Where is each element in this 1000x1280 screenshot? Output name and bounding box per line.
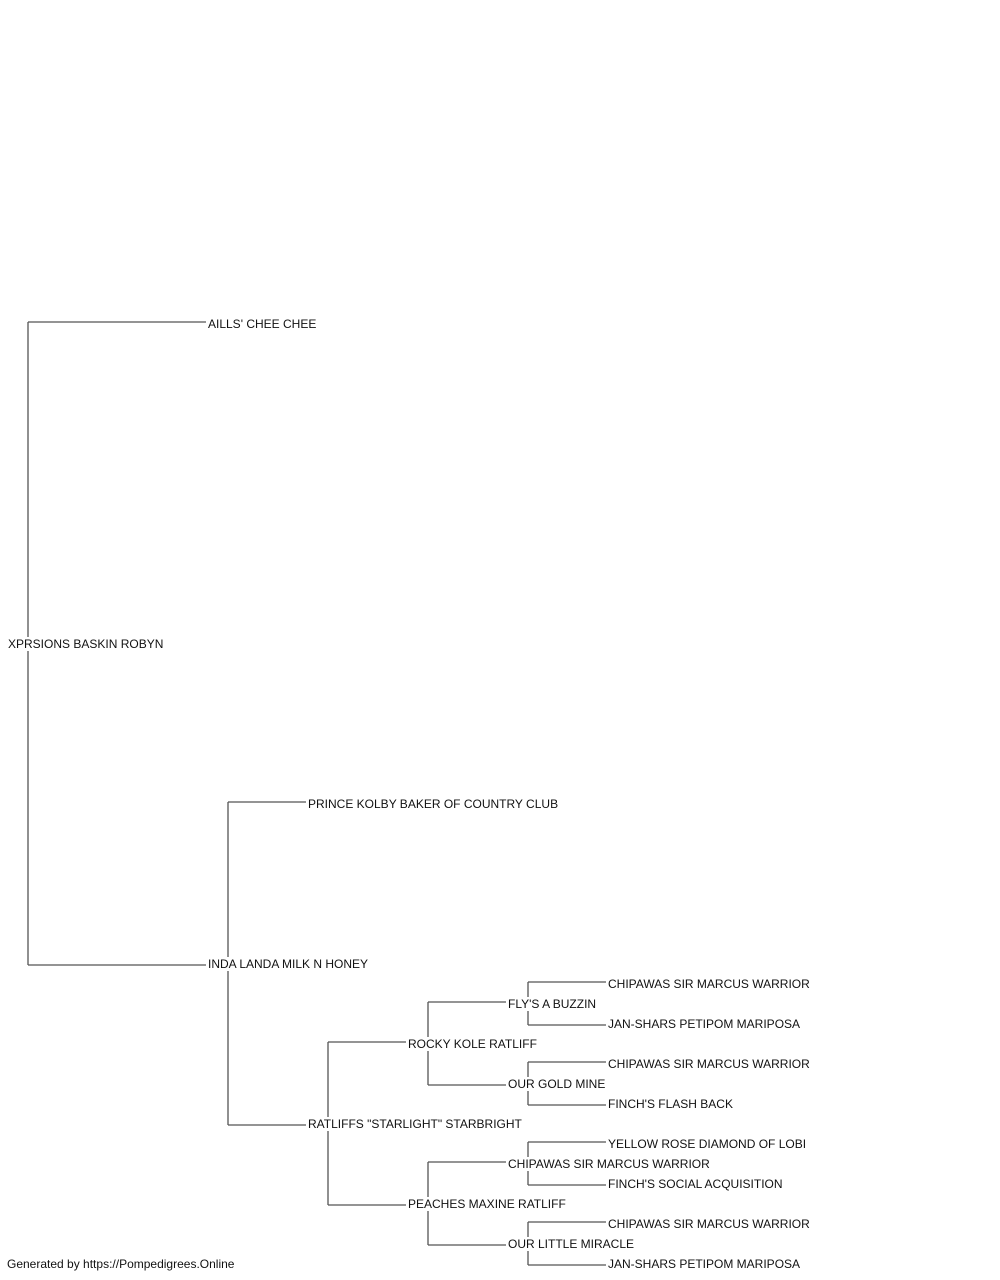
generated-by-footer: Generated by https://Pompedigrees.Online — [7, 1257, 235, 1271]
ancestor-name: FINCH'S SOCIAL ACQUISITION — [607, 1177, 784, 1191]
granddam-dam-name: PEACHES MAXINE RATLIFF — [407, 1197, 567, 1211]
subject-name: XPRSIONS BASKIN ROBYN — [7, 637, 165, 651]
dam-dam-name: RATLIFFS "STARLIGHT" STARBRIGHT — [307, 1117, 523, 1131]
ancestor-name: JAN-SHARS PETIPOM MARIPOSA — [607, 1017, 802, 1031]
ancestor-name: CHIPAWAS SIR MARCUS WARRIOR — [607, 977, 811, 991]
ancestor-name: FLY'S A BUZZIN — [507, 997, 598, 1011]
ancestor-name: OUR LITTLE MIRACLE — [507, 1237, 636, 1251]
dam-name: INDA LANDA MILK N HONEY — [207, 957, 370, 971]
ancestor-name: CHIPAWAS SIR MARCUS WARRIOR — [507, 1157, 711, 1171]
dam-sire-name: PRINCE KOLBY BAKER OF COUNTRY CLUB — [307, 797, 560, 811]
ancestor-name: JAN-SHARS PETIPOM MARIPOSA — [607, 1257, 802, 1271]
ancestor-name: OUR GOLD MINE — [507, 1077, 607, 1091]
granddam-sire-name: ROCKY KOLE RATLIFF — [407, 1037, 538, 1051]
ancestor-name: FINCH'S FLASH BACK — [607, 1097, 734, 1111]
ancestor-name: CHIPAWAS SIR MARCUS WARRIOR — [607, 1217, 811, 1231]
ancestor-name: YELLOW ROSE DIAMOND OF LOBI — [607, 1137, 808, 1151]
ancestor-name: CHIPAWAS SIR MARCUS WARRIOR — [607, 1057, 811, 1071]
sire-name: AILLS' CHEE CHEE — [207, 317, 318, 331]
